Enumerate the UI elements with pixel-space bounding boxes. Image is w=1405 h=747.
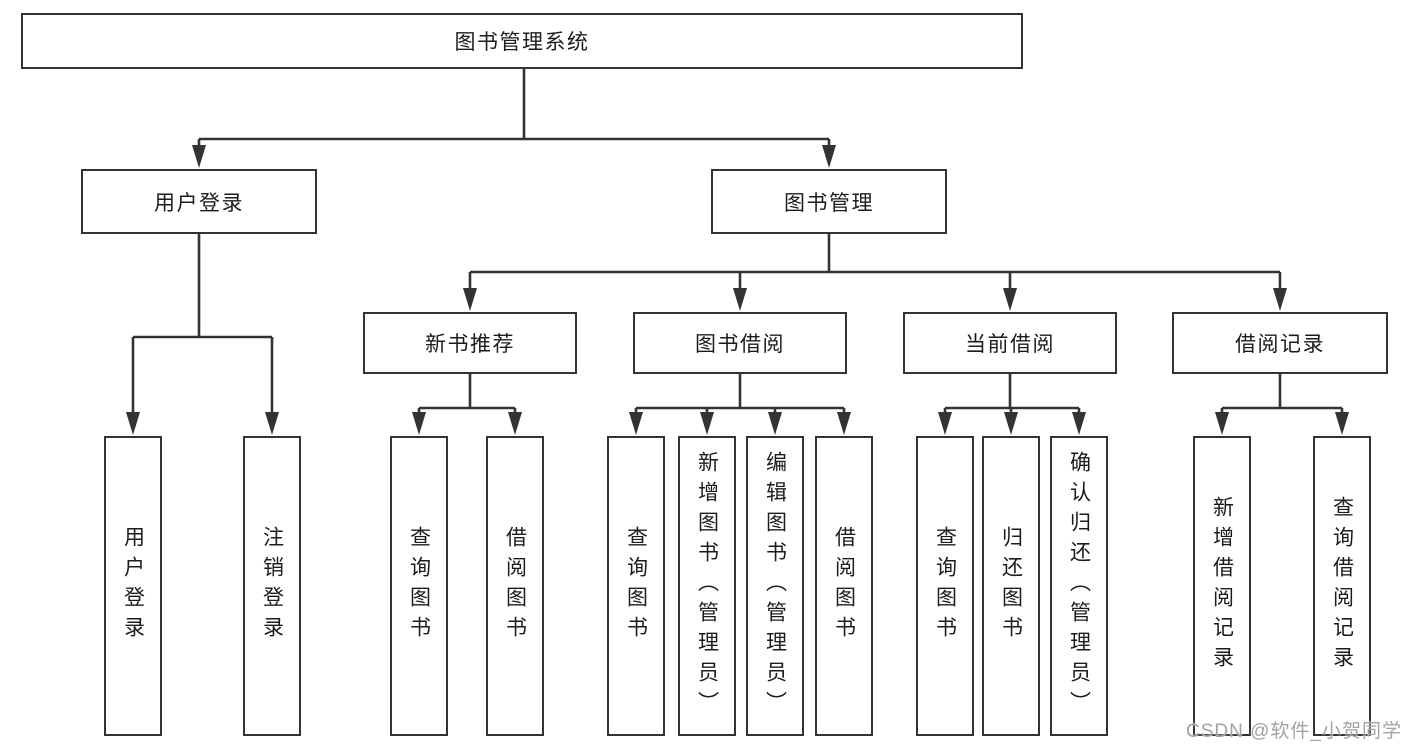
node-label: 借阅记录 — [1235, 333, 1325, 356]
node-label: 图书管理系统 — [454, 31, 590, 54]
leaf-borrowing-borrow-books: 借阅图书 — [815, 436, 873, 736]
leaf-current-confirm-return-admin: 确认归还（管理员） — [1050, 436, 1108, 736]
leaf-newbook-query-books: 查询图书 — [390, 436, 448, 736]
node-label: 新增借阅记录 — [1210, 496, 1234, 676]
node-label: 图书借阅 — [695, 333, 785, 356]
node-borrowing-records: 借阅记录 — [1172, 312, 1388, 374]
node-root-library-management-system: 图书管理系统 — [21, 13, 1023, 69]
node-label: 新书推荐 — [425, 333, 515, 356]
node-label: 编辑图书（管理员） — [763, 451, 787, 721]
node-label: 注销登录 — [260, 526, 284, 646]
leaf-borrowing-add-books-admin: 新增图书（管理员） — [678, 436, 736, 736]
node-new-book-recommendation: 新书推荐 — [363, 312, 577, 374]
leaf-record-query-borrow-record: 查询借阅记录 — [1313, 436, 1371, 736]
node-current-borrowing: 当前借阅 — [903, 312, 1117, 374]
node-book-management: 图书管理 — [711, 169, 947, 234]
node-label: 查询图书 — [624, 526, 648, 646]
node-label: 确认归还（管理员） — [1067, 451, 1091, 721]
arrowhead-icons — [126, 145, 1349, 435]
node-label: 用户登录 — [121, 526, 145, 646]
node-label: 查询图书 — [933, 526, 957, 646]
leaf-logout: 注销登录 — [243, 436, 301, 736]
csdn-watermark: CSDN @软件_小贺同学 — [1186, 721, 1402, 742]
node-label: 借阅图书 — [503, 526, 527, 646]
leaf-current-return-books: 归还图书 — [982, 436, 1040, 736]
node-book-borrowing: 图书借阅 — [633, 312, 847, 374]
leaf-current-query-books: 查询图书 — [916, 436, 974, 736]
node-label: 借阅图书 — [832, 526, 856, 646]
leaf-borrowing-query-books: 查询图书 — [607, 436, 665, 736]
node-label: 用户登录 — [154, 191, 244, 215]
node-label: 新增图书（管理员） — [695, 451, 719, 721]
node-label: 查询借阅记录 — [1330, 496, 1354, 676]
leaf-user-login: 用户登录 — [104, 436, 162, 736]
node-label: 当前借阅 — [965, 333, 1055, 356]
node-label: 归还图书 — [999, 526, 1023, 646]
node-user-login: 用户登录 — [81, 169, 317, 234]
leaf-record-add-borrow-record: 新增借阅记录 — [1193, 436, 1251, 736]
node-label: 图书管理 — [784, 191, 874, 215]
node-label: 查询图书 — [407, 526, 431, 646]
leaf-newbook-borrow-books: 借阅图书 — [486, 436, 544, 736]
leaf-borrowing-edit-books-admin: 编辑图书（管理员） — [746, 436, 804, 736]
